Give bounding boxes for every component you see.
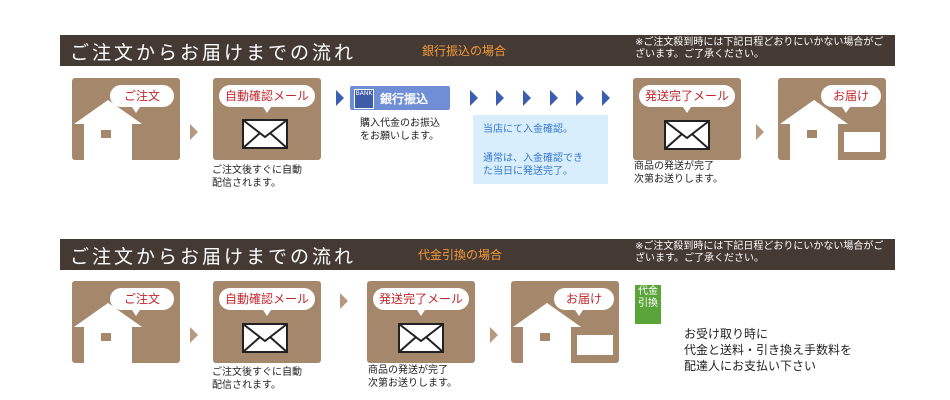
payment-confirm-box: 当店にて入金確認。 通常は、入金確認でき た当日に発送完了。 xyxy=(473,115,608,184)
delivery-bubble: お届け xyxy=(554,288,614,310)
envelope-icon xyxy=(398,323,444,353)
arrow-right-icon xyxy=(470,90,478,106)
section-title: ご注文からお届けまでの流れ xyxy=(70,246,357,268)
ship-mail-caption: 商品の発送が完了 次第お送りします。 xyxy=(634,161,723,185)
house-icon xyxy=(513,303,613,363)
house-icon xyxy=(74,303,142,363)
bank-section-header: ご注文からお届けまでの流れ 銀行振込の場合 ※ご注文殺到時には下記日程どおりにい… xyxy=(60,35,895,66)
ship-mail-step-tile: 発送完了メール xyxy=(633,78,741,160)
section-note: ※ご注文殺到時には下記日程どおりにいかない場合がございます。ご了承ください。 xyxy=(635,37,884,60)
ship-mail-bubble: 発送完了メール xyxy=(639,85,735,107)
auto-mail-caption: ご注文後すぐに自動 配信されます。 xyxy=(212,367,302,391)
arrow-right-icon xyxy=(756,124,764,140)
bubble-tail xyxy=(415,307,427,316)
bubble-tail xyxy=(130,307,142,316)
order-bubble: ご注文 xyxy=(110,288,174,310)
order-bubble: ご注文 xyxy=(110,85,174,107)
section-subtitle: 銀行振込の場合 xyxy=(422,44,507,58)
delivery-bubble: お届け xyxy=(821,85,881,107)
order-step-tile: ご注文 xyxy=(72,281,180,363)
bank-icon: BANK xyxy=(354,89,374,109)
section-subtitle: 代金引換の場合 xyxy=(418,248,503,262)
cod-instructions: お受け取り時に 代金と送料・引き換え手数料を 配達人にお支払い下さい xyxy=(684,327,853,373)
auto-mail-bubble: 自動確認メール xyxy=(219,288,315,310)
delivery-step-tile: お届け xyxy=(511,281,619,363)
envelope-icon xyxy=(242,119,288,149)
ship-mail-bubble: 発送完了メール xyxy=(373,288,469,310)
auto-mail-step-tile: 自動確認メール xyxy=(213,281,321,363)
arrow-right-icon xyxy=(490,327,498,343)
cod-badge: 代金 引換 xyxy=(635,285,661,324)
envelope-icon xyxy=(242,323,288,353)
order-step-tile: ご注文 xyxy=(72,78,180,160)
bubble-tail xyxy=(681,104,693,113)
arrow-right-icon xyxy=(576,90,584,106)
arrow-right-icon xyxy=(190,124,198,140)
bubble-tail xyxy=(840,104,852,113)
house-icon xyxy=(780,100,880,160)
auto-mail-step-tile: 自動確認メール xyxy=(213,78,321,160)
bank-caption: 購入代金のお振込 をお願いします。 xyxy=(360,118,440,142)
arrow-right-icon xyxy=(602,90,610,106)
house-icon xyxy=(74,100,142,160)
bubble-tail xyxy=(261,307,273,316)
auto-mail-caption: ご注文後すぐに自動 配信されます。 xyxy=(212,165,302,189)
bubble-tail xyxy=(130,104,142,113)
arrow-right-icon xyxy=(340,293,348,309)
ship-mail-step-tile: 発送完了メール xyxy=(367,281,475,363)
arrow-right-icon xyxy=(523,90,531,106)
cod-section-header: ご注文からお届けまでの流れ 代金引換の場合 ※ご注文殺到時には下記日程どおりにい… xyxy=(60,239,895,270)
section-title: ご注文からお届けまでの流れ xyxy=(70,42,357,64)
bubble-tail xyxy=(573,307,585,316)
auto-mail-bubble: 自動確認メール xyxy=(219,85,315,107)
bubble-tail xyxy=(261,104,273,113)
arrow-right-icon xyxy=(190,327,198,343)
arrow-right-icon xyxy=(496,90,504,106)
envelope-icon xyxy=(664,120,710,150)
arrow-right-icon xyxy=(550,90,558,106)
section-note: ※ご注文殺到時には下記日程どおりにいかない場合がございます。ご了承ください。 xyxy=(635,241,884,264)
bank-transfer-label: BANK 銀行振込 xyxy=(350,86,450,110)
ship-mail-caption: 商品の発送が完了 次第お送りします。 xyxy=(368,365,457,389)
arrow-right-icon xyxy=(336,90,344,106)
delivery-step-tile: お届け xyxy=(778,78,886,160)
